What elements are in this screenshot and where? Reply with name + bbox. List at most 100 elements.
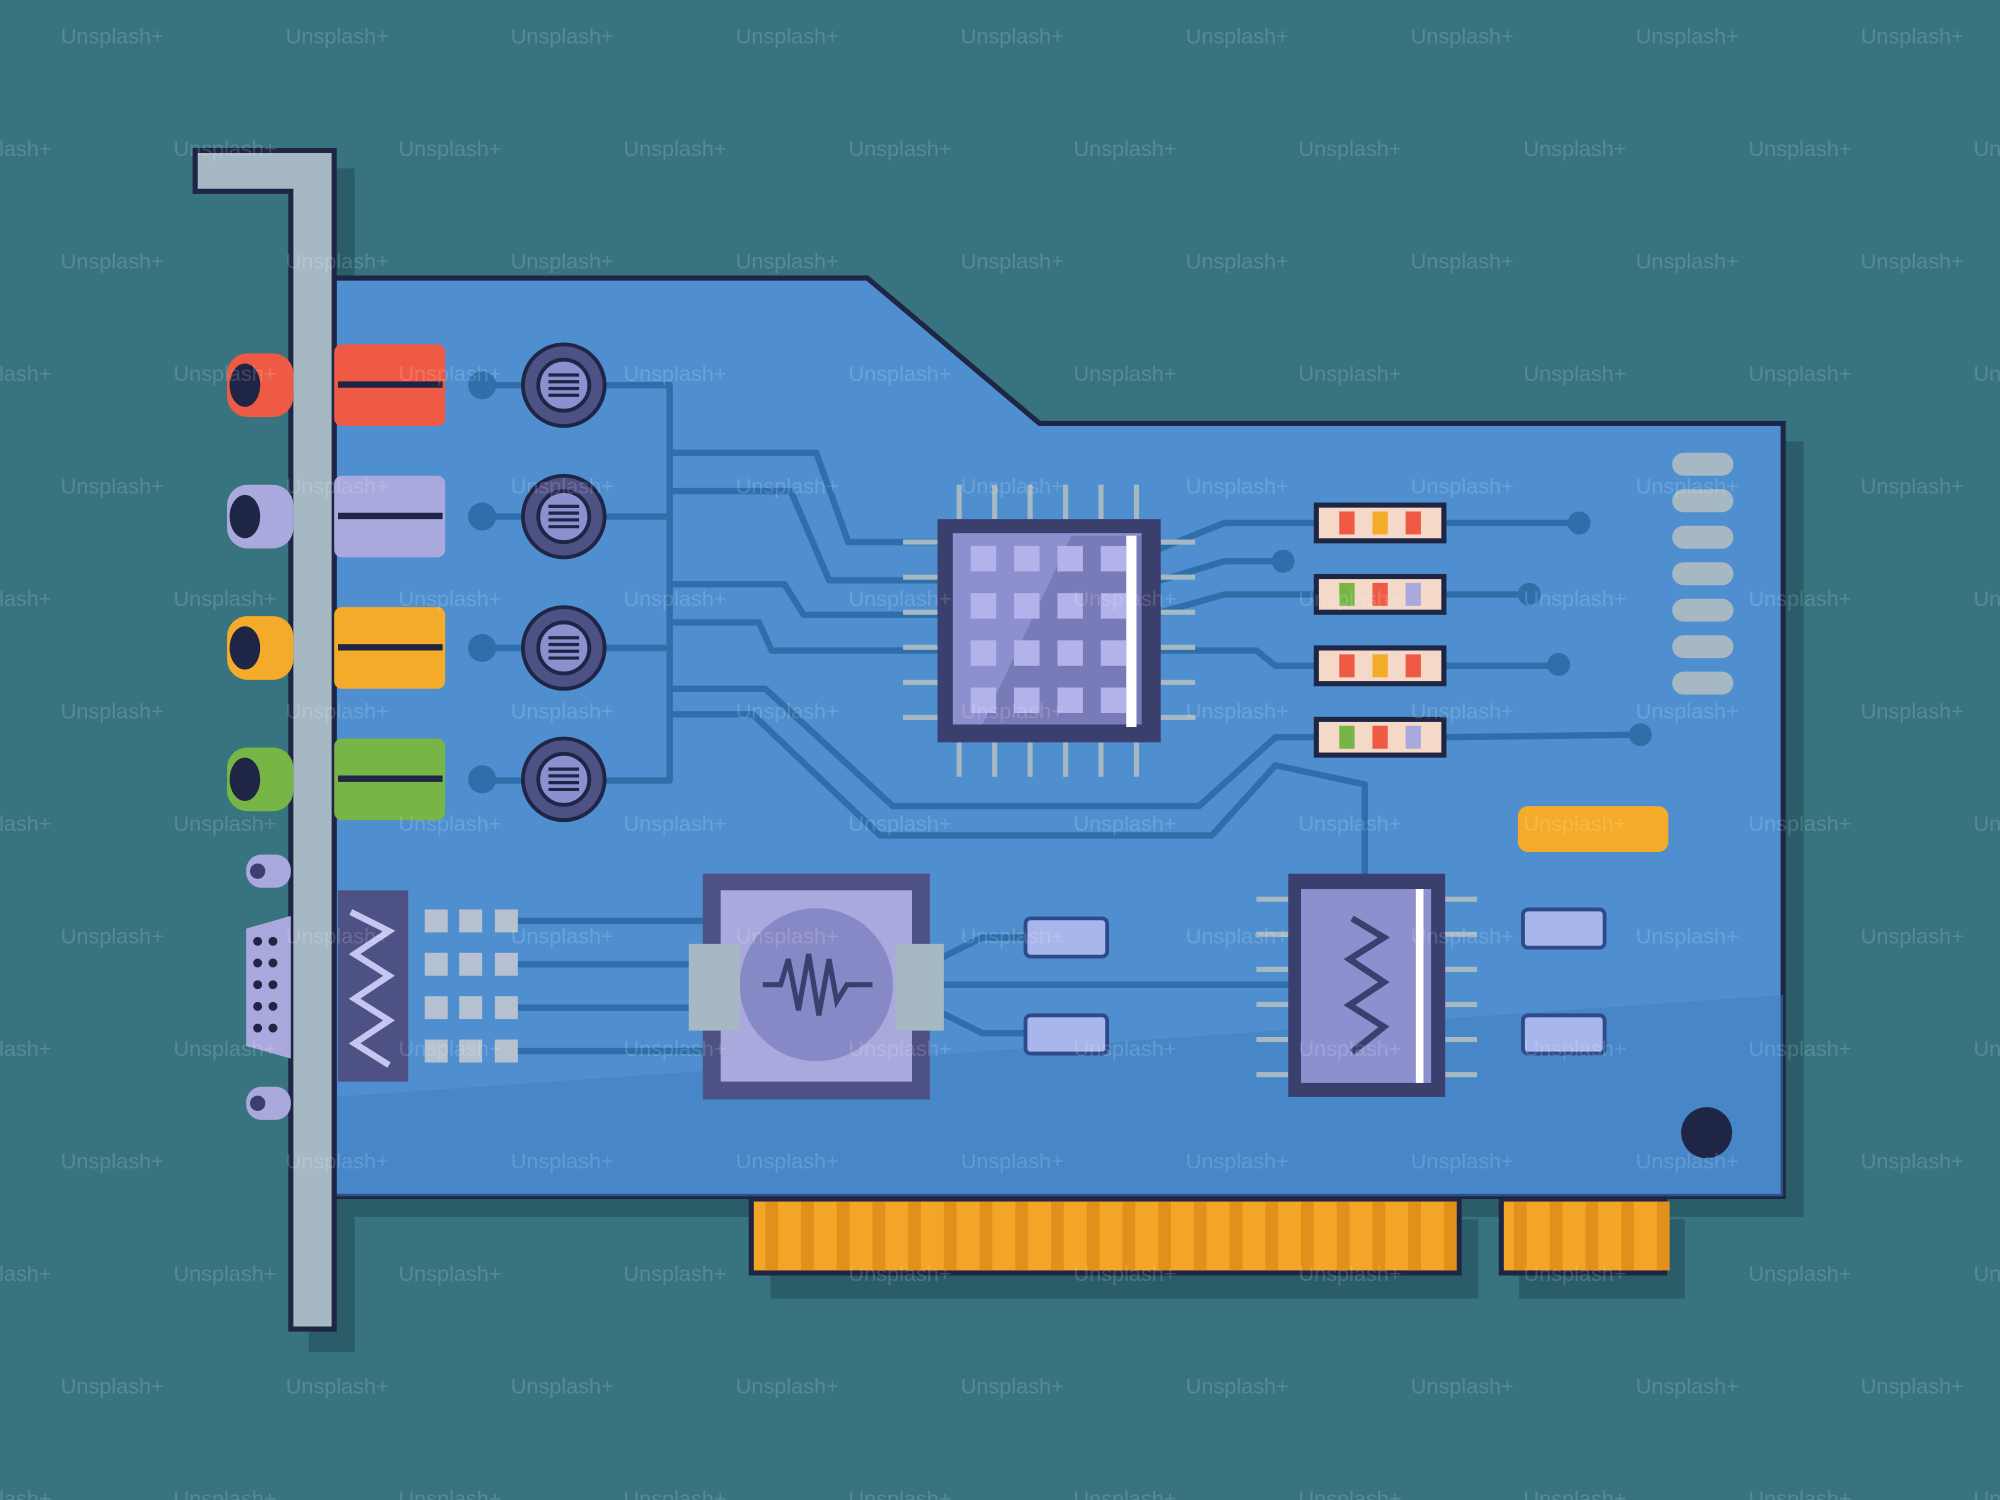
watermark-text: Unsplash+ — [0, 136, 52, 161]
watermark-text: Unsplash+ — [61, 23, 164, 48]
watermark-text: Unsplash+ — [1523, 361, 1626, 386]
watermark-text: Unsplash+ — [1748, 811, 1851, 836]
resistor-band — [1405, 654, 1421, 678]
potentiometer — [521, 605, 607, 691]
watermark-text: Unsplash+ — [1411, 1148, 1514, 1173]
watermark-text: Unsplash+ — [736, 923, 839, 948]
resistor-band — [1372, 582, 1388, 606]
resistor-band — [1339, 511, 1355, 535]
watermark-text: Unsplash+ — [61, 1373, 164, 1398]
watermark-text: Unsplash+ — [1636, 473, 1739, 498]
audio-jack — [227, 475, 446, 558]
watermark-text: Unsplash+ — [848, 136, 951, 161]
watermark-text: Unsplash+ — [286, 698, 389, 723]
watermark-text: Unsplash+ — [1073, 1036, 1176, 1061]
watermark-text: Unsplash+ — [511, 23, 614, 48]
watermark-text: Unsplash+ — [623, 1486, 726, 1500]
watermark-text: Unsplash+ — [961, 1373, 1064, 1398]
watermark-text: Unsplash+ — [1523, 1036, 1626, 1061]
watermark-text: Unsplash+ — [398, 1261, 501, 1286]
mounting-hole — [1681, 1107, 1733, 1159]
watermark-text: Unsplash+ — [1973, 1261, 2000, 1286]
watermark-text: Unsplash+ — [736, 473, 839, 498]
resistor-band — [1372, 654, 1388, 678]
watermark-text: Unsplash+ — [1861, 1373, 1964, 1398]
watermark-text: Unsplash+ — [623, 361, 726, 386]
watermark-text: Unsplash+ — [848, 811, 951, 836]
watermark-text: Unsplash+ — [1073, 811, 1176, 836]
potentiometers — [521, 342, 607, 823]
watermark-text: Unsplash+ — [1411, 923, 1514, 948]
watermark-text: Unsplash+ — [848, 586, 951, 611]
watermark-text: Unsplash+ — [61, 248, 164, 273]
inductor-block — [338, 890, 409, 1082]
resistor-band — [1405, 725, 1421, 749]
watermark-text: Unsplash+ — [286, 23, 389, 48]
watermark-text: Unsplash+ — [1411, 1373, 1514, 1398]
watermark-text: Unsplash+ — [1748, 1036, 1851, 1061]
resistor-band — [1372, 725, 1388, 749]
watermark-text: Unsplash+ — [1411, 23, 1514, 48]
watermark-text: Unsplash+ — [848, 361, 951, 386]
watermark-text: Unsplash+ — [1186, 473, 1289, 498]
watermark-text: Unsplash+ — [286, 473, 389, 498]
audio-jack — [227, 738, 446, 821]
watermark-text: Unsplash+ — [1298, 811, 1401, 836]
watermark-text: Unsplash+ — [398, 586, 501, 611]
watermark-text: Unsplash+ — [1636, 698, 1739, 723]
watermark-text: Unsplash+ — [286, 248, 389, 273]
watermark-text: Unsplash+ — [961, 473, 1064, 498]
audio-jack — [227, 344, 446, 427]
watermark-text: Unsplash+ — [511, 248, 614, 273]
watermark-text: Unsplash+ — [1523, 811, 1626, 836]
watermark-text: Unsplash+ — [173, 1261, 276, 1286]
watermark-text: Unsplash+ — [286, 1148, 389, 1173]
watermark-text: Unsplash+ — [1073, 361, 1176, 386]
watermark-text: Unsplash+ — [0, 811, 52, 836]
watermark-text: Unsplash+ — [1523, 586, 1626, 611]
watermark-text: Unsplash+ — [1523, 1486, 1626, 1500]
watermark-text: Unsplash+ — [1973, 1036, 2000, 1061]
watermark-text: Unsplash+ — [1861, 1148, 1964, 1173]
watermark-text: Unsplash+ — [1298, 136, 1401, 161]
watermark-text: Unsplash+ — [1973, 811, 2000, 836]
resistor — [1313, 573, 1447, 615]
watermark-text: Unsplash+ — [1298, 1486, 1401, 1500]
watermark-text: Unsplash+ — [1411, 473, 1514, 498]
watermark-text: Unsplash+ — [1523, 1261, 1626, 1286]
resistor-band — [1339, 725, 1355, 749]
watermark-text: Unsplash+ — [1748, 136, 1851, 161]
watermark-text: Unsplash+ — [736, 248, 839, 273]
small-capacitors — [1023, 907, 1607, 1056]
watermark-text: Unsplash+ — [1973, 586, 2000, 611]
watermark-text: Unsplash+ — [0, 361, 52, 386]
watermark-text: Unsplash+ — [623, 136, 726, 161]
watermark-text: Unsplash+ — [0, 1486, 52, 1500]
watermark-text: Unsplash+ — [1748, 1486, 1851, 1500]
watermark-text: Unsplash+ — [511, 698, 614, 723]
watermark-text: Unsplash+ — [398, 361, 501, 386]
watermark-text: Unsplash+ — [1186, 698, 1289, 723]
watermark-text: Unsplash+ — [1861, 23, 1964, 48]
watermark-text: Unsplash+ — [173, 1036, 276, 1061]
watermark-text: Unsplash+ — [736, 1148, 839, 1173]
audio-jacks — [227, 344, 446, 821]
watermark-text: Unsplash+ — [173, 136, 276, 161]
watermark-text: Unsplash+ — [1861, 698, 1964, 723]
watermark-text: Unsplash+ — [1636, 1148, 1739, 1173]
watermark-text: Unsplash+ — [1861, 473, 1964, 498]
edge-connector-pads — [1672, 452, 1734, 695]
secondary-chip — [1256, 873, 1478, 1097]
resistor — [1313, 502, 1447, 544]
watermark-text: Unsplash+ — [1298, 586, 1401, 611]
watermark-text: Unsplash+ — [1411, 248, 1514, 273]
watermark-text: Unsplash+ — [1073, 136, 1176, 161]
watermark-text: Unsplash+ — [0, 1036, 52, 1061]
watermark-text: Unsplash+ — [623, 1036, 726, 1061]
watermark-text: Unsplash+ — [61, 698, 164, 723]
watermark-text: Unsplash+ — [1523, 136, 1626, 161]
watermark-text: Unsplash+ — [1411, 698, 1514, 723]
solder-pads — [424, 909, 518, 1063]
watermark-text: Unsplash+ — [961, 1148, 1064, 1173]
